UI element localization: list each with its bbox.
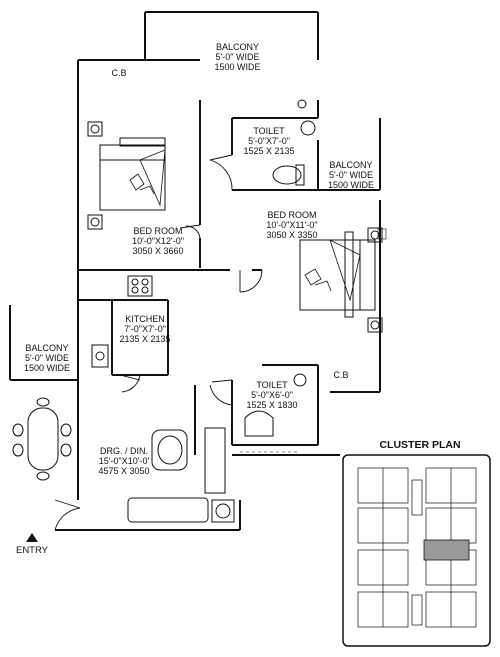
stove xyxy=(127,275,153,297)
door-bedroom-1 xyxy=(179,224,201,239)
cluster-highlight-unit xyxy=(423,539,470,561)
label-kitchen: KITCHEN 7'-0"X7'-0" 2135 X 2135 xyxy=(119,314,171,344)
entry-arrow-icon xyxy=(26,533,38,542)
door-toilet-2 xyxy=(209,379,233,406)
entry-label: ENTRY xyxy=(15,545,49,556)
door-toilet-1 xyxy=(209,154,233,191)
sofa-side xyxy=(204,427,226,494)
label-bed-room-2: BED ROOM 10'-0"X11'-0" 3050 X 3350 xyxy=(266,210,318,240)
label-toilet-2: TOILET 5'-0"X6'-0" 1525 X 1830 xyxy=(246,380,298,410)
bed-2 xyxy=(299,239,376,311)
coffee-table xyxy=(151,429,188,471)
label-balcony-top: BALCONY 5'-0" WIDE 1500 WIDE xyxy=(214,42,261,72)
label-cb-top: C.B xyxy=(111,68,127,78)
bed-1 xyxy=(99,144,166,211)
furniture xyxy=(12,99,387,523)
walls xyxy=(9,11,381,531)
dining-table xyxy=(27,407,59,471)
label-balcony-right: BALCONY 5'-0" WIDE 1500 WIDE xyxy=(327,160,375,190)
cluster-plan-frame xyxy=(342,454,491,647)
basin-toilet-1 xyxy=(300,120,316,136)
cluster-plan-title: CLUSTER PLAN xyxy=(379,439,461,451)
door-entry xyxy=(54,499,81,531)
sink xyxy=(91,344,109,368)
cluster-plan-diagram xyxy=(342,454,491,647)
wc-toilet-2 xyxy=(244,410,274,437)
label-bed-room-1: BED ROOM 10'-0"X12'-0" 3050 X 3660 xyxy=(132,226,184,256)
label-toilet-1: TOILET 5'-0"X7'-0" 1525 X 2135 xyxy=(243,126,295,156)
label-cb-right: C.B xyxy=(333,370,349,380)
door-bedroom-2 xyxy=(239,269,263,293)
label-balcony-left: BALCONY 5'-0" WIDE 1500 WIDE xyxy=(23,343,71,373)
sofa-bottom xyxy=(127,497,209,523)
label-drawing-dining: DRG. / DIN. 15'-0"X10'-0' 4575 X 3050 xyxy=(98,446,150,476)
door-kitchen xyxy=(119,374,141,393)
doors xyxy=(54,154,263,531)
wc-toilet-1 xyxy=(272,165,302,185)
